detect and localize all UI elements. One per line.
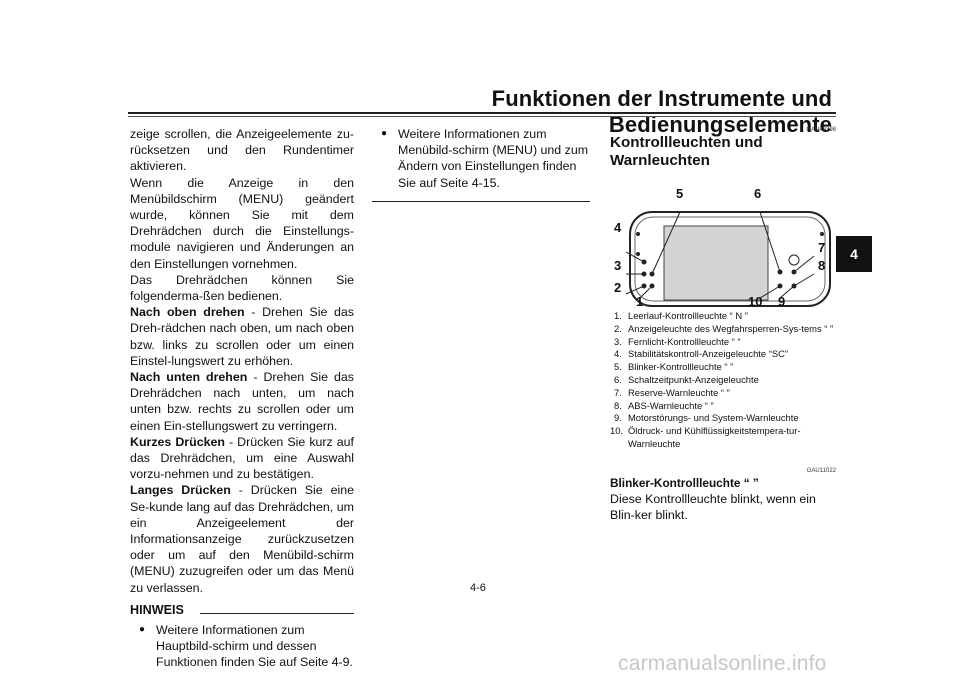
legend-item: 4. Stabilitätskontroll-Anzeigeleuchte “SC… — [610, 348, 836, 361]
callout-5: 5 — [676, 186, 684, 201]
legend-number: 5. — [614, 361, 622, 373]
legend-text: Fernlicht-Kontrollleuchte “ ” — [628, 335, 741, 347]
note-bullet: ● Weitere Informationen zum Hauptbild-sc… — [130, 622, 354, 671]
legend-number: 3. — [614, 335, 622, 347]
callout-3: 3 — [614, 258, 622, 273]
callout-7: 7 — [818, 240, 826, 255]
paragraph: Diese Kontrollleuchte blinkt, wenn ein B… — [610, 491, 816, 523]
callout-2: 2 — [614, 280, 622, 295]
instruction-down: Nach unten drehen - Drehen Sie das Drehr… — [130, 369, 354, 434]
legend-item: 6. Schaltzeitpunkt-Anzeigeleuchte — [610, 374, 836, 387]
note-bullet: ● Weitere Informationen zum Menübild-sch… — [372, 126, 594, 191]
instrument-panel-illustration — [625, 211, 831, 307]
column-1: zeige scrollen, die Anzeigeelemente zu-r… — [130, 126, 354, 671]
bullet-icon: ● — [139, 623, 146, 635]
legend-item: 2. Anzeigeleuchte des Wegfahrsperren-Sys-… — [610, 323, 836, 336]
legend-text: Motorstörungs- und System-Warnleuchte — [628, 412, 799, 424]
paragraph: Das Drehrädchen können Sie folgenderma-ß… — [130, 272, 354, 304]
legend-item: 8. ABS-Warnleuchte “ ” — [610, 400, 836, 413]
legend-item: 3. Fernlicht-Kontrollleuchte “ ” — [610, 336, 836, 349]
instruction-up: Nach oben drehen - Drehen Sie das Dreh-r… — [130, 304, 354, 369]
legend-number: 7. — [614, 386, 622, 398]
legend-text: Reserve-Warnleuchte “ ” — [628, 386, 730, 398]
paragraph: zeige scrollen, die Anzeigeelemente zu-r… — [130, 127, 354, 174]
instruction-text: - Drehen Sie das Drehrädchen nach unten,… — [130, 370, 355, 433]
legend-item: 10. Öldruck- und Kühlflüssigkeitstempera-… — [610, 425, 836, 451]
instruction-text: - Drücken Sie eine Se-kunde lang auf das… — [130, 483, 355, 595]
callout-10: 10 — [748, 294, 763, 309]
page-number: 4-6 — [470, 582, 486, 594]
callout-4: 4 — [614, 220, 622, 235]
bullet-text: Weitere Informationen zum Menübild-schir… — [398, 127, 589, 190]
instruction-label: Langes Drücken — [130, 483, 231, 498]
instruction-short-press: Kurzes Drücken - Drücken Sie kurz auf da… — [130, 434, 354, 483]
legend-item: 7. Reserve-Warnleuchte “ ” — [610, 387, 836, 400]
legend-text: Schaltzeitpunkt-Anzeigeleuchte — [628, 373, 759, 385]
bullet-icon: ● — [381, 128, 388, 139]
instruction-long-press: Langes Drücken - Drücken Sie eine Se-kun… — [130, 482, 354, 595]
callout-8: 8 — [818, 258, 826, 273]
reference-code: GAU11022 — [806, 467, 836, 474]
legend-text: Stabilitätskontroll-Anzeigeleuchte “SC” — [628, 348, 788, 360]
instruction-text: - Drücken Sie kurz auf das Drehrädchen, … — [130, 434, 354, 482]
callout-6: 6 — [754, 186, 762, 201]
callout-9: 9 — [778, 294, 786, 309]
legend-text: Leerlauf-Kontrollleuchte “ N ” — [628, 310, 748, 321]
instruction-label: Nach unten drehen — [130, 370, 248, 385]
instruction-label: Nach oben drehen — [130, 305, 245, 320]
legend-text: Anzeigeleuchte des Wegfahrsperren-Sys-te… — [628, 322, 834, 334]
column-3: GAU49398 Kontrollleuchten und Warnleucht… — [610, 126, 836, 523]
legend-number: 2. — [614, 322, 622, 334]
reference-code: GAU49398 — [806, 127, 836, 133]
legend-number: 9. — [614, 412, 622, 424]
header-rule-thin — [128, 116, 836, 117]
legend-number: 1. — [614, 310, 622, 321]
callout-1: 1 — [636, 294, 644, 309]
bullet-text: Weitere Informationen zum Hauptbild-schi… — [156, 622, 354, 670]
subsection-title: Blinker-Kontrollleuchte “ ” — [610, 475, 759, 490]
legend-text: Blinker-Kontrollleuchte “ ” — [628, 361, 734, 373]
legend-item: 1. Leerlauf-Kontrollleuchte “ N ” — [610, 310, 836, 323]
instruction-text: - Drehen Sie das Dreh-rädchen nach oben,… — [130, 305, 355, 368]
legend-text: Öldruck- und Kühlflüssigkeitstempera-tur… — [628, 425, 801, 449]
section-title: Kontrollleuchten und Warnleuchten — [610, 134, 763, 169]
note-rule — [200, 612, 354, 614]
instrument-panel-diagram: 1 2 3 4 5 6 7 8 9 10 — [610, 174, 836, 310]
legend-number: 6. — [614, 373, 622, 385]
section-divider — [372, 200, 590, 202]
header-rule — [128, 112, 836, 114]
note-title: HINWEIS — [130, 602, 184, 617]
legend-text: ABS-Warnleuchte “ ” — [628, 399, 714, 411]
chapter-tab: 4 — [836, 236, 872, 272]
legend-number: 10. — [610, 425, 624, 437]
legend-list: 1. Leerlauf-Kontrollleuchte “ N ” 2. Anzei… — [610, 310, 836, 451]
legend-item: 5. Blinker-Kontrollleuchte “ ” — [610, 361, 836, 374]
legend-number: 8. — [614, 399, 622, 411]
instruction-label: Kurzes Drücken — [130, 434, 225, 449]
legend-item: 9. Motorstörungs- und System-Warnleuchte — [610, 412, 836, 425]
note-heading: HINWEIS — [130, 602, 354, 620]
watermark: carmanualsonline.info — [618, 652, 827, 675]
paragraph: Wenn die Anzeige in den Menübildschirm (… — [130, 175, 354, 271]
column-2: ● Weitere Informationen zum Menübild-sch… — [372, 126, 594, 202]
legend-number: 4. — [614, 348, 622, 360]
